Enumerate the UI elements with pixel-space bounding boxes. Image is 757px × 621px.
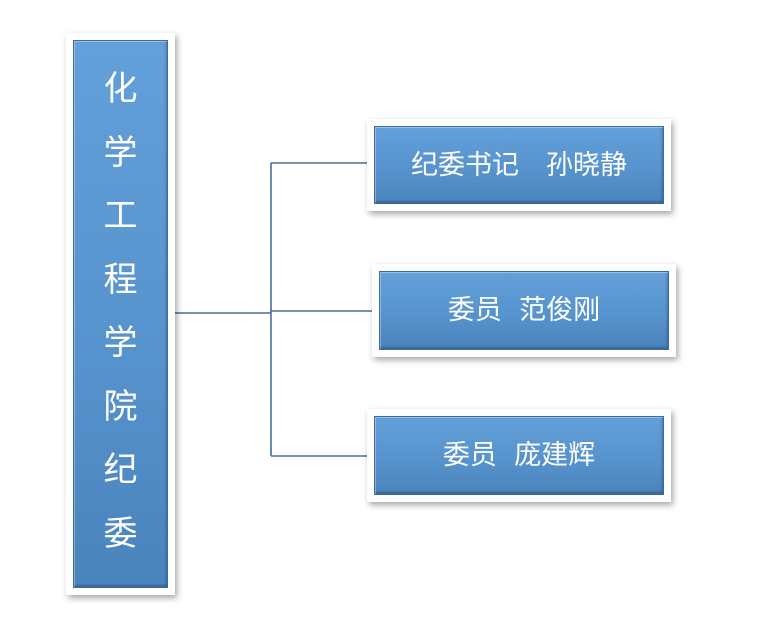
- root-node-label: 化学工程学院纪委: [103, 69, 138, 554]
- member-node-2-label: 委员 范俊刚: [447, 295, 601, 326]
- member-node-3-label: 委员 庞建辉: [442, 440, 596, 471]
- member-node-1: 纪委书记 孙晓静: [367, 119, 671, 211]
- root-node-box: 化学工程学院纪委: [73, 40, 168, 588]
- member-node-2: 委员 范俊刚: [372, 264, 676, 357]
- root-node: 化学工程学院纪委: [66, 33, 175, 595]
- member-node-3-box: 委员 庞建辉: [374, 416, 664, 495]
- member-node-1-label: 纪委书记 孙晓静: [411, 149, 627, 181]
- member-node-2-box: 委员 范俊刚: [379, 271, 669, 350]
- member-node-3: 委员 庞建辉: [367, 409, 671, 502]
- member-node-1-box: 纪委书记 孙晓静: [374, 126, 664, 204]
